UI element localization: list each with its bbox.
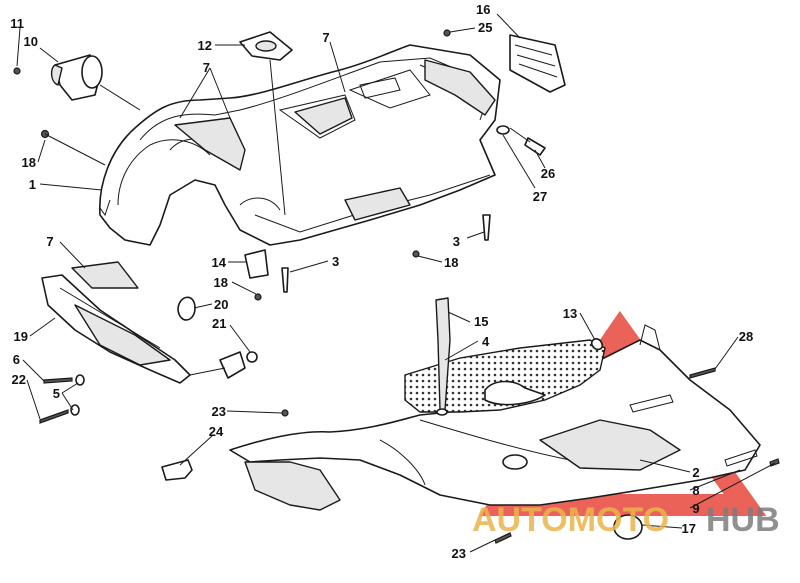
nozzle-part-10: [50, 54, 141, 111]
pin-part-13: [590, 338, 604, 351]
callout-leaders: [16, 13, 776, 553]
callout-22: 22: [12, 372, 26, 387]
callout-10: 10: [24, 34, 38, 49]
decal-part-7: [71, 261, 139, 289]
callout-7-lower-left: 7: [46, 234, 53, 249]
fasteners-6-22-5: [39, 374, 85, 424]
clip-part-3b: [281, 267, 289, 293]
callout-17: 17: [682, 521, 696, 536]
strap-part-15: [435, 297, 451, 416]
callout-20: 20: [214, 297, 228, 312]
callout-3-right: 3: [453, 234, 460, 249]
screw-part-18c: [254, 293, 262, 301]
callout-3-center: 3: [332, 254, 339, 269]
screw-part-23b: [494, 532, 512, 544]
watermark-text-automoto: AUTOMOTO: [472, 501, 669, 539]
watermark-text-hub: HUB: [706, 501, 780, 539]
screw-part-25: [443, 29, 451, 37]
callout-18-lower: 18: [214, 275, 228, 290]
clip-part-24: [161, 459, 193, 481]
callout-12: 12: [198, 38, 212, 53]
callout-23-lower: 23: [452, 546, 466, 561]
callout-21: 21: [212, 316, 226, 331]
callout-7-upper-left: 7: [203, 60, 210, 75]
screw-part-28: [689, 367, 716, 379]
bracket-part-14: [244, 249, 269, 279]
side-panel-part-19: [41, 274, 191, 384]
vent-part-12: [239, 31, 293, 216]
washer-part-27: [496, 125, 510, 135]
callout-8: 8: [692, 483, 699, 498]
clamp-part-20: [177, 296, 196, 321]
callout-7-upper-center: 7: [322, 30, 329, 45]
callout-6: 6: [13, 352, 20, 367]
watermark-text: AUTOMOTO HUB: [472, 501, 780, 539]
clip-part-3a: [482, 214, 491, 241]
callout-26: 26: [541, 166, 555, 181]
callout-23-upper: 23: [212, 404, 226, 419]
callout-14: 14: [212, 255, 227, 270]
callout-labels: 11 10 12 7 7 16 25 18 1 26 27 3 18 7 14 …: [10, 2, 753, 561]
louver-part-16: [509, 34, 566, 93]
screw-part-11: [13, 67, 21, 75]
callout-16: 16: [476, 2, 490, 17]
callout-1: 1: [29, 177, 36, 192]
screw-part-23a: [281, 409, 289, 417]
bracket-plate: [219, 351, 246, 379]
nut-part-21: [246, 351, 258, 363]
mesh-panel-part-4: [404, 339, 606, 413]
upper-console-part-1: [99, 44, 501, 246]
callout-4: 4: [482, 334, 490, 349]
callout-28: 28: [739, 329, 753, 344]
lower-hull-part-2: [229, 324, 761, 511]
callout-24: 24: [209, 424, 224, 439]
screw-part-18b: [412, 250, 420, 258]
callout-13: 13: [563, 306, 577, 321]
plug-part-17: [613, 514, 643, 540]
callout-5: 5: [53, 386, 60, 401]
callout-11: 11: [10, 16, 24, 31]
callout-18-left: 18: [22, 155, 36, 170]
callout-19: 19: [14, 329, 28, 344]
callout-18-center: 18: [444, 255, 458, 270]
callout-2: 2: [692, 465, 699, 480]
callout-9: 9: [692, 501, 699, 516]
callout-27: 27: [533, 189, 547, 204]
bolt-part-26: [509, 127, 546, 156]
callout-25: 25: [478, 20, 492, 35]
callout-15: 15: [474, 314, 488, 329]
